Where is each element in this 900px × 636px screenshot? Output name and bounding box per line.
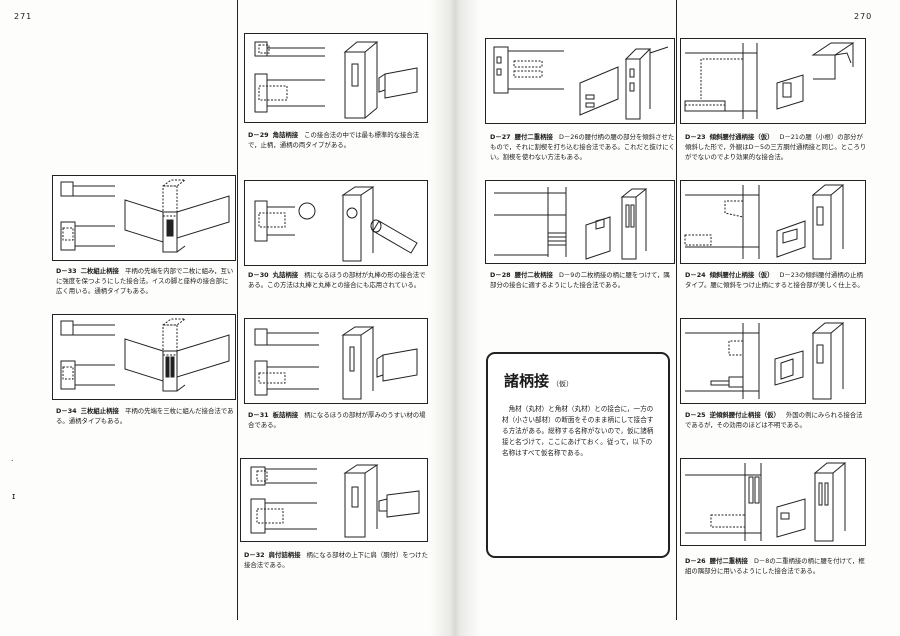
caption-code: D－32 [244,551,265,559]
joint-drawing-d28 [494,187,648,260]
caption-text: この接合法の中では最も標準的な接合法で，止柄，通柄の両タイプがある。 [248,131,420,149]
caption-name: 角詰柄接 [272,131,299,139]
caption-name: 二枚組止柄接 [80,267,119,275]
caption-name: 腰付二重柄接 [709,557,748,565]
figure-d31 [244,318,428,404]
caption-text: D－9の二枚柄接の柄に腰をつけて，隅部分の接合に適するようにした接合法である。 [490,271,670,289]
figure-d27 [485,38,675,124]
caption-text: 柄になる部材の上下に肩（胴付）をつけた接合法である。 [244,551,428,569]
joint-drawing-d32 [250,464,420,538]
margin-mark: ˙ [10,460,15,470]
caption-code: D－26 [685,557,706,565]
figure-d26 [680,458,866,546]
caption-name: 腰付二重柄接 [514,133,553,141]
caption-name: 傾斜腰付通柄接（仮） [709,133,774,141]
caption-code: D－29 [248,131,269,139]
book-gutter [430,0,480,636]
page-number-left: 271 [14,12,33,21]
caption-name: 逆傾斜腰付止柄接（仮） [709,411,780,419]
caption-name: 肩付詰柄接 [268,551,301,559]
caption-code: D－28 [490,271,511,279]
figure-d28 [485,180,675,264]
column-rule-right [676,0,677,620]
feature-box-body: 角材（丸材）と角材（丸材）との接合に，一方の材（小さい部材）の断面をそのまま柄に… [502,405,654,457]
figure-d34 [52,314,236,400]
joint-drawing-d29 [254,41,418,119]
caption-name: 板詰柄接 [272,411,299,419]
joint-drawing-d31 [254,326,418,400]
caption-code: D－34 [56,407,77,415]
figure-d24 [680,180,866,264]
caption-name: 傾斜腰付止柄接（仮） [709,271,774,279]
feature-box-title-text: 諸柄接 [504,372,550,390]
figure-d30 [244,180,428,266]
feature-box-title-note: （仮） [552,380,574,388]
caption-name: 腰付二枚柄接 [514,271,553,279]
figure-d25 [680,318,866,404]
caption-text: D－8の二重柄接の柄に腰を付けて，框組の隅部分に用いるようにした接合法である。 [685,557,865,575]
caption-text: 柄になるほうの部材が厚みのうすい材の場合である。 [248,411,426,429]
caption-code: D－23 [685,133,706,141]
joint-drawing-d26 [685,462,847,542]
caption-text: D－23の傾斜腰付通柄の止柄タイプ。腰に傾斜をつけ止柄にすると接合部が美しく仕上… [685,271,864,289]
joint-drawing-d24 [684,184,845,260]
caption-text: D－21の腰（小根）の部分が傾斜した形で，外観はD－5の三方胴付通柄接と同じ。と… [685,133,867,161]
caption-text: 平柄の先端を三枚に組んだ接合法である。通柄タイプもある。 [56,407,234,425]
figure-d29 [244,33,428,123]
caption-code: D－30 [248,271,269,279]
joint-drawing-d25 [685,322,845,400]
margin-mark: ɪ [12,492,16,502]
caption-text: D－26の腰付柄の腰の部分を傾斜させたもので，それに割楔を打ち込む接合法である。… [490,133,675,161]
feature-box-morotsugi: 諸柄接（仮） 角材（丸材）と角材（丸材）との接合に，一方の材（小さい部材）の断面… [486,352,670,558]
figure-d33 [52,175,236,261]
feature-box-title: 諸柄接（仮） [504,370,573,391]
joint-drawing-d27 [493,46,669,120]
caption-code: D－25 [685,411,706,419]
figure-d32 [240,458,428,542]
caption-text: 柄になるほうの部材が丸棒の形の接合法である。この方法は丸棒と丸棒との接合にも応用… [248,271,426,289]
joint-drawing-d34 [60,318,230,392]
figure-d23 [680,38,866,124]
joint-drawing-d33 [60,179,230,253]
joint-drawing-d23 [684,42,855,119]
page-number-right: 270 [854,12,873,21]
caption-text: 平柄の先端を内部で二枚に組み，互いに強度を保つようにした接合法。イスの脚と座枠の… [56,267,234,295]
caption-code: D－33 [56,267,77,275]
caption-name: 丸詰柄接 [272,271,299,279]
caption-text: 外国の例にみられる接合法であるが，その効用のほどは不明である。 [685,411,863,429]
caption-code: D－27 [490,133,511,141]
joint-drawing-d30 [254,186,418,262]
caption-name: 三枚組止柄接 [80,407,119,415]
caption-code: D－24 [685,271,706,279]
column-rule-left [237,0,238,620]
caption-code: D－31 [248,411,269,419]
